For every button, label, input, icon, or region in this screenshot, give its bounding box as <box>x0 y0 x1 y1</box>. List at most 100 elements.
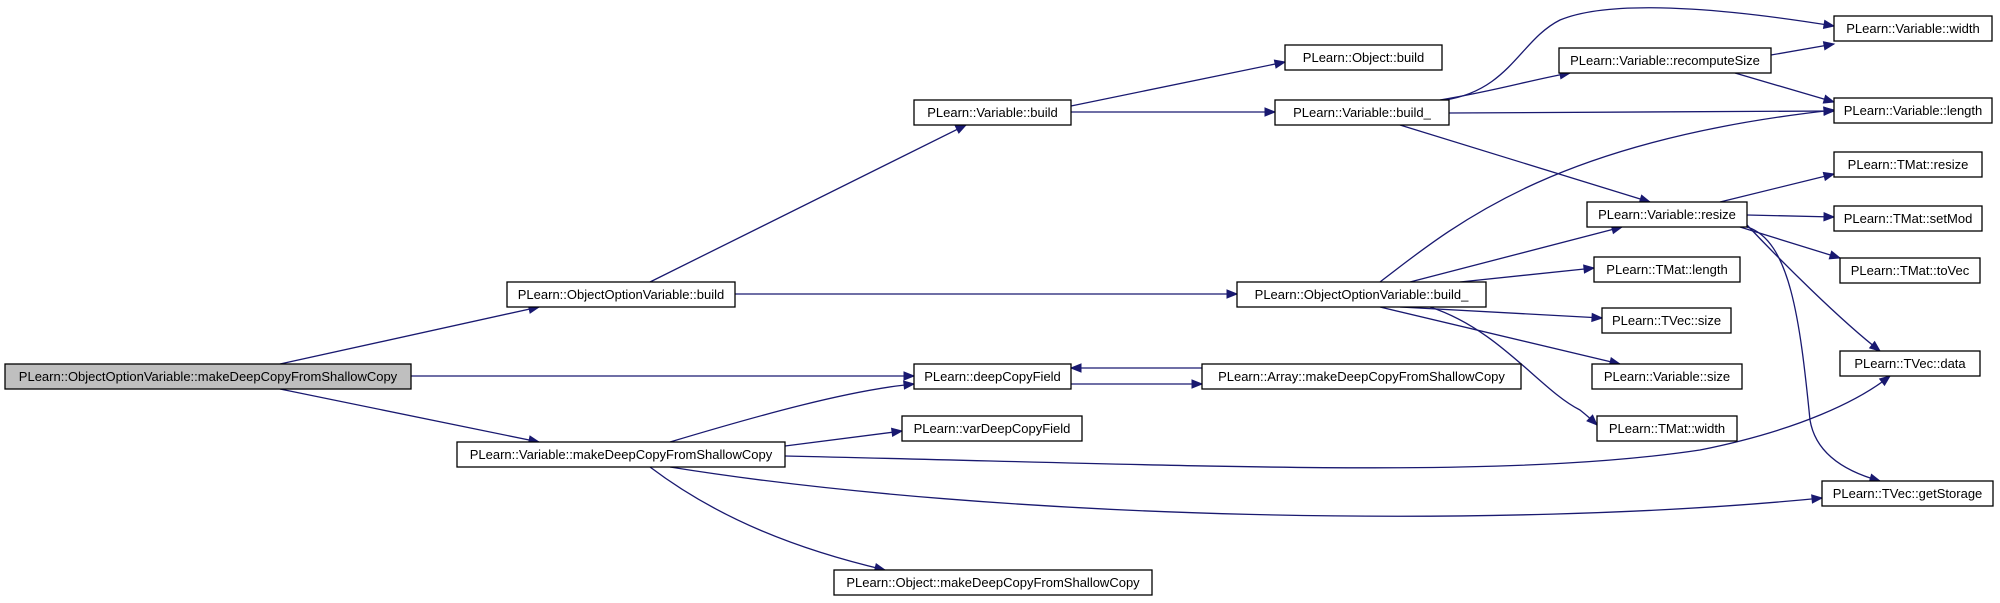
edge-var_build_-to-var_width <box>1444 7 1836 101</box>
node-tmat_toVec[interactable]: PLearn::TMat::toVec <box>1839 257 1981 284</box>
node-box[interactable] <box>1833 97 1993 124</box>
edge-arrowhead <box>1822 94 1836 104</box>
edge-var_mdc-to-tvec_getStorage <box>669 466 1824 517</box>
edge-arrowhead <box>1822 41 1836 51</box>
edge-var_mdc-to-deepCopyField <box>669 380 916 443</box>
node-var_width[interactable]: PLearn::Variable::width <box>1833 15 1993 42</box>
node-label: PLearn::Variable::makeDeepCopyFromShallo… <box>470 447 773 462</box>
edge-line <box>1739 226 1841 259</box>
node-oov_build[interactable]: PLearn::ObjectOptionVariable::build <box>506 281 736 308</box>
node-label: PLearn::deepCopyField <box>924 369 1061 384</box>
node-label: PLearn::TVec::getStorage <box>1833 486 1983 501</box>
edge-line <box>279 388 540 443</box>
node-box[interactable] <box>1601 307 1732 334</box>
node-label: PLearn::Variable::length <box>1844 103 1983 118</box>
node-obj_build[interactable]: PLearn::Object::build <box>1284 44 1443 71</box>
node-label: PLearn::Variable::size <box>1604 369 1730 384</box>
edge-recomputeSize-to-var_length <box>1734 72 1836 104</box>
edge-line <box>1448 110 1835 114</box>
node-box[interactable] <box>913 99 1072 126</box>
node-label: PLearn::TMat::resize <box>1848 157 1969 172</box>
node-box[interactable] <box>1833 151 1983 178</box>
edge-line <box>1719 173 1835 203</box>
node-root[interactable]: PLearn::ObjectOptionVariable::makeDeepCo… <box>4 363 412 390</box>
node-box[interactable] <box>1201 363 1522 390</box>
node-tmat_width[interactable]: PLearn::TMat::width <box>1596 415 1738 442</box>
node-box[interactable] <box>1833 15 1993 42</box>
node-box[interactable] <box>456 441 786 468</box>
node-oov_build_[interactable]: PLearn::ObjectOptionVariable::build_ <box>1236 281 1487 308</box>
edge-arrowhead <box>1264 107 1277 117</box>
edge-line <box>784 375 1891 469</box>
edge-var_resize-to-tvec_data <box>1746 224 1882 352</box>
node-tmat_resize[interactable]: PLearn::TMat::resize <box>1833 151 1983 178</box>
node-box[interactable] <box>1274 99 1450 126</box>
edge-line <box>669 383 915 443</box>
node-box[interactable] <box>1596 415 1738 442</box>
node-recomputeSize[interactable]: PLearn::Variable::recomputeSize <box>1558 47 1772 74</box>
edge-line <box>649 466 886 571</box>
node-box[interactable] <box>1558 47 1772 74</box>
node-box[interactable] <box>1284 44 1443 71</box>
edge-arrowhead <box>954 124 968 134</box>
edge-line <box>1070 61 1286 107</box>
node-box[interactable] <box>506 281 736 308</box>
node-box[interactable] <box>4 363 412 390</box>
node-tmat_setMod[interactable]: PLearn::TMat::setMod <box>1833 205 1983 232</box>
node-varDeepCopyField[interactable]: PLearn::varDeepCopyField <box>901 415 1083 442</box>
node-var_mdc[interactable]: PLearn::Variable::makeDeepCopyFromShallo… <box>456 441 786 468</box>
node-box[interactable] <box>1839 257 1981 284</box>
node-tvec_size[interactable]: PLearn::TVec::size <box>1601 307 1732 334</box>
node-box[interactable] <box>1593 256 1741 283</box>
edge-var_build-to-obj_build <box>1070 59 1287 107</box>
node-var_length[interactable]: PLearn::Variable::length <box>1833 97 1993 124</box>
node-tvec_data[interactable]: PLearn::TVec::data <box>1839 350 1981 377</box>
edge-oov_build_-to-tmat_length <box>1459 264 1596 283</box>
edge-line <box>1459 267 1595 283</box>
edge-oov_build_-to-var_size <box>1379 306 1622 367</box>
node-box[interactable] <box>1236 281 1487 308</box>
node-box[interactable] <box>833 569 1153 596</box>
node-box[interactable] <box>1821 480 1994 507</box>
node-deepCopyField[interactable]: PLearn::deepCopyField <box>913 363 1072 390</box>
node-var_size[interactable]: PLearn::Variable::size <box>1591 363 1743 390</box>
edge-var_resize-to-tmat_resize <box>1719 171 1836 203</box>
node-arr_mdc[interactable]: PLearn::Array::makeDeepCopyFromShallowCo… <box>1201 363 1522 390</box>
edge-oov_build-to-oov_build_ <box>735 289 1239 299</box>
node-tmat_length[interactable]: PLearn::TMat::length <box>1593 256 1741 283</box>
edge-root-to-var_mdc <box>279 388 541 445</box>
node-label: PLearn::Object::makeDeepCopyFromShallowC… <box>846 575 1140 590</box>
edge-var_build_-to-var_length <box>1448 106 1836 116</box>
node-label: PLearn::Variable::width <box>1846 21 1979 36</box>
edge-line <box>1746 214 1835 218</box>
edge-line <box>1746 224 1881 352</box>
node-box[interactable] <box>913 363 1072 390</box>
node-box[interactable] <box>901 415 1083 442</box>
edge-line <box>669 466 1823 517</box>
node-box[interactable] <box>1591 363 1743 390</box>
edge-oov_build-to-var_build <box>649 124 968 283</box>
edge-var_mdc-to-obj_mdc <box>649 466 887 573</box>
edge-line <box>1444 7 1835 101</box>
edge-var_mdc-to-tvec_data <box>784 375 1892 469</box>
edge-arrowhead <box>1822 19 1836 30</box>
edge-deepCopyField-to-arr_mdc <box>1071 379 1204 389</box>
edge-var_build_-to-recomputeSize <box>1439 70 1572 101</box>
node-box[interactable] <box>1839 350 1981 377</box>
edge-line <box>1746 226 1881 482</box>
node-var_build[interactable]: PLearn::Variable::build <box>913 99 1072 126</box>
node-obj_mdc[interactable]: PLearn::Object::makeDeepCopyFromShallowC… <box>833 569 1153 596</box>
node-var_build_[interactable]: PLearn::Variable::build_ <box>1274 99 1450 126</box>
edge-arrowhead <box>1273 59 1287 69</box>
node-tvec_getStorage[interactable]: PLearn::TVec::getStorage <box>1821 480 1994 507</box>
edge-root-to-oov_build <box>279 304 541 365</box>
node-label: PLearn::ObjectOptionVariable::build_ <box>1255 287 1469 302</box>
node-label: PLearn::Array::makeDeepCopyFromShallowCo… <box>1218 369 1505 384</box>
node-box[interactable] <box>1586 201 1748 228</box>
edge-line <box>1409 226 1623 283</box>
edge-line <box>1399 306 1603 319</box>
node-label: PLearn::TMat::length <box>1606 262 1727 277</box>
edge-arrowhead <box>1191 379 1204 389</box>
node-var_resize[interactable]: PLearn::Variable::resize <box>1586 201 1748 228</box>
node-box[interactable] <box>1833 205 1983 232</box>
